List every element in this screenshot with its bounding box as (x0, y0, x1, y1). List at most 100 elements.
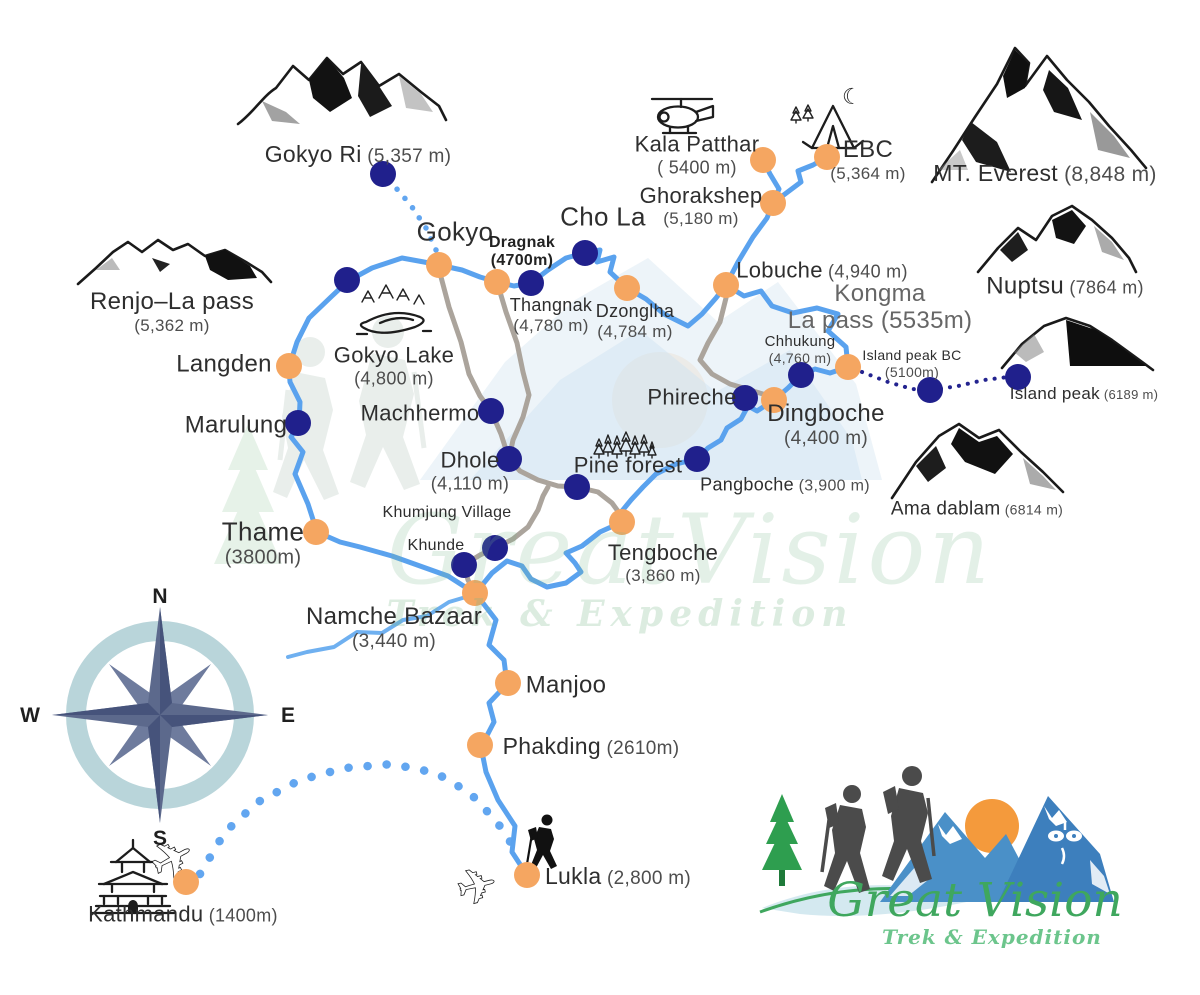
map-label-name: Dzonglha (595, 301, 675, 322)
map-dot-tengboche (609, 509, 635, 535)
map-label-name: Cho La (560, 201, 646, 232)
map-label-lobuche: Lobuche (4,940 m) (736, 257, 908, 284)
map-label-khumjung: Khumjung Village (382, 504, 511, 522)
hiker-icon (525, 814, 557, 869)
map-dot-ghorakshep (760, 190, 786, 216)
map-label-elevation: ( 5400 m) (657, 157, 737, 178)
map-label-name: Machhermo (360, 400, 480, 426)
map-label-elevation: (5,364 m) (830, 163, 906, 183)
map-label-name: Kala Patthar (634, 131, 760, 157)
map-label-machhermo: Machhermo (360, 400, 480, 427)
map-label-name: Kongma (834, 280, 926, 308)
compass-s: S (153, 827, 167, 850)
map-label-name: Lobuche (736, 257, 823, 283)
map-dot-cho-la (572, 240, 598, 266)
map-label-name: Pangboche (700, 474, 794, 495)
route-flight-ktm-lukla (195, 759, 518, 879)
map-label-name: Lukla (544, 863, 602, 890)
map-label-gokyo-lake: Gokyo Lake(4,800 m) (333, 342, 455, 389)
map-label-thame: Thame(3800m) (222, 517, 304, 569)
map-dot-kathmandu (173, 869, 199, 895)
map-label-name: Ama dablam (890, 498, 1001, 520)
map-dots-layer (173, 144, 1031, 895)
map-dot-thangnak (518, 270, 544, 296)
map-label-ama-dablam: Ama dablam (6814 m) (891, 498, 1063, 519)
map-label-gokyo: Gokyo (417, 217, 494, 246)
route-lobuche-pheriche-trail (697, 295, 776, 401)
compass-rose: N E W S (20, 585, 295, 850)
map-label-elevation: (2610m) (600, 738, 680, 760)
map-label-phakding: Phakding (2610m) (503, 733, 680, 760)
map-label-elevation: (3,860 m) (625, 565, 701, 585)
map-label-pine-forest: Pine forest (573, 452, 683, 479)
map-label-name: Island peak (1009, 384, 1100, 404)
route-lukla-namche (473, 591, 530, 878)
map-label-nuptsu: Nuptsu (7864 m) (986, 272, 1144, 301)
map-label-name: Khumjung Village (382, 504, 512, 522)
moon-icon: ☾ (842, 84, 862, 109)
map-label-dragnak: Dragnak(4700m) (489, 234, 555, 270)
map-dot-chhukung (788, 362, 814, 388)
map-label-elevation: (6814 m) (1000, 501, 1064, 518)
watermark-mountain-front (470, 330, 862, 480)
map-label-marulung: Marulung (185, 412, 287, 440)
temple-icon (90, 838, 176, 915)
map-dot-machhermo (478, 398, 504, 424)
map-dot-kongma-junction (835, 354, 861, 380)
map-label-elevation: (6189 m) (1099, 387, 1159, 403)
lukla-plane-icon: ✈ (451, 857, 503, 918)
map-dot-gokyo-ri (370, 161, 396, 187)
map-label-name: Ghorakshep (639, 183, 763, 209)
compass-n: N (152, 585, 167, 608)
map-dot-gokyo (426, 252, 452, 278)
ama-dablam-illustration (890, 422, 1065, 500)
logo-title: Great Vision (827, 873, 1123, 928)
nuptsu-illustration (976, 204, 1138, 274)
map-dot-manjoo (495, 670, 521, 696)
map-dot-dzonglha (614, 275, 640, 301)
map-label-elevation: (4,760 m) (768, 350, 832, 367)
map-label-name: Pine forest (573, 452, 683, 478)
map-label-kala-patthar: Kala Patthar( 5400 m) (634, 131, 760, 178)
map-label-elevation: (5,357 m) (361, 146, 452, 168)
map-label-name: Nuptsu (986, 272, 1065, 300)
map-label-manjoo: Manjoo (526, 672, 607, 700)
map-dot-island-peak-bc (917, 377, 943, 403)
map-dot-phireche (732, 385, 758, 411)
map-label-namche: Namche Bazaar(3,440 m) (306, 602, 482, 652)
map-dot-dingboche (761, 387, 787, 413)
watermark-subtitle-text: Trek & Expedition (386, 593, 854, 635)
map-label-elevation: (4,800 m) (354, 368, 434, 389)
map-label-name: Langden (176, 350, 272, 378)
map-dot-ebc (814, 144, 840, 170)
logo-subtitle: Trek & Expedition (882, 925, 1102, 949)
map-dot-dragnak (484, 269, 510, 295)
renjo-mountain-illustration (76, 238, 273, 286)
company-logo: Great Vision Trek & Expedition (759, 766, 1123, 949)
compass-e: E (281, 704, 295, 727)
map-label-name: Gokyo Lake (333, 342, 455, 368)
map-label-chhukung: Chhukung(4,760 m) (765, 333, 836, 367)
map-dot-lobuche (713, 272, 739, 298)
map-label-elevation: (4700m) (490, 252, 554, 269)
map-label-name: Phireche (647, 384, 737, 410)
map-label-name: Dingboche (767, 399, 885, 427)
everest-illustration (930, 46, 1148, 184)
map-label-elevation: (2,800 m) (601, 868, 692, 890)
map-label-dhole: Dhole(4,110 m) (431, 448, 509, 494)
route-ghorakshep-ebc (770, 154, 830, 206)
map-dot-pine-forest (564, 474, 590, 500)
route-khumjung-uptrail (492, 484, 551, 551)
gokyo-lake-icon (355, 284, 433, 336)
map-label-island-peak: Island peak (6189 m) (1010, 384, 1159, 404)
map-label-name: Dragnak (488, 234, 556, 252)
map-dot-island-peak (1005, 364, 1031, 390)
map-label-name: Namche Bazaar (306, 602, 482, 630)
map-label-kathmandu: Kathmandu (1400m) (88, 902, 278, 928)
map-label-name: Thangnak (509, 295, 593, 316)
gokyo-ri-mountain-illustration (236, 56, 448, 126)
map-label-elevation: (3,440 m) (351, 630, 437, 652)
map-label-elevation: (4,940 m) (822, 261, 908, 282)
